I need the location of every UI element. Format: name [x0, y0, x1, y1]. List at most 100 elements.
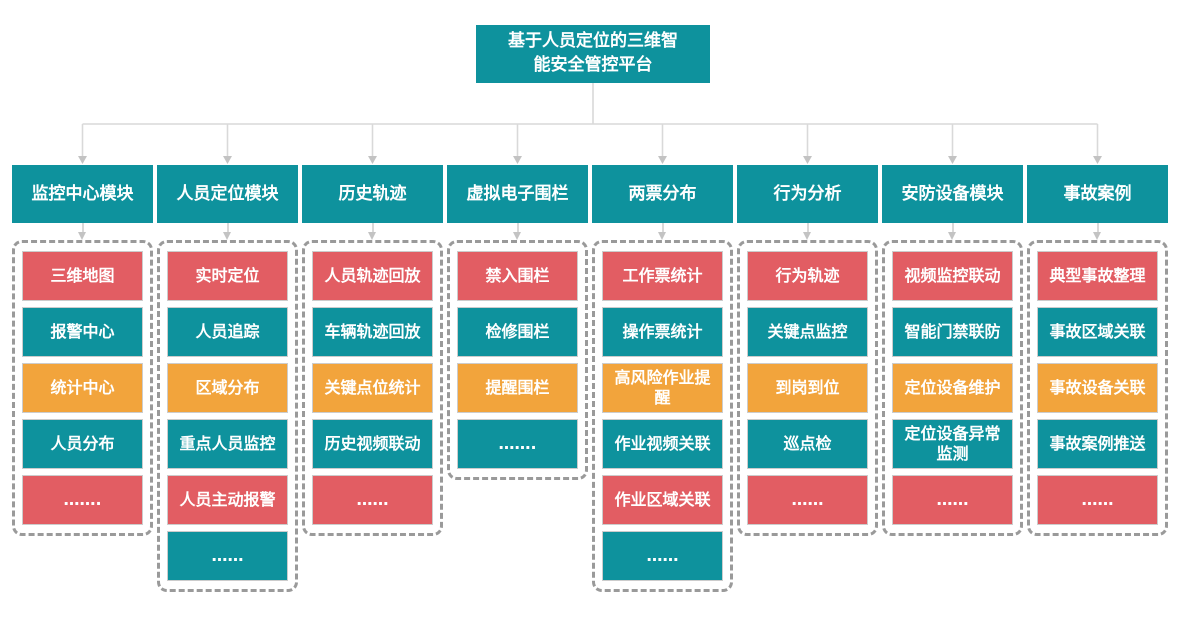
module-column-6: 行为分析 行为轨迹 关键点监控 到岗到位 巡点检 ……	[737, 165, 878, 592]
connector-stem	[516, 223, 519, 233]
module-item-label: 行为轨迹	[775, 266, 840, 285]
module-item: ……	[892, 475, 1013, 525]
module-header-label: 虚拟电子围栏	[466, 183, 569, 204]
module-item-label: 关键点监控	[767, 322, 848, 341]
module-item-label: 提醒围栏	[485, 378, 550, 397]
module-item-group: 禁入围栏 检修围栏 提醒围栏 …….	[447, 240, 588, 480]
module-item-label: 到岗到位	[775, 378, 840, 397]
module-header: 历史轨迹	[302, 165, 443, 223]
connector-stem	[661, 223, 664, 233]
module-item-label: 视频监控联动	[904, 266, 1001, 285]
module-item-label: 重点人员监控	[179, 434, 276, 453]
module-item-label: …….	[498, 434, 537, 453]
module-item: 人员分布	[22, 419, 143, 469]
module-columns: 监控中心模块 三维地图 报警中心 统计中心 人员分布 ……. 人员定位模块 实时…	[0, 165, 1180, 592]
header-connector-arrow	[157, 223, 298, 240]
connector-stem	[951, 223, 954, 233]
module-item: 操作票统计	[602, 307, 723, 357]
module-header-label: 监控中心模块	[31, 183, 134, 204]
module-item-label: 智能门禁联防	[904, 322, 1001, 341]
module-item: 检修围栏	[457, 307, 578, 357]
module-item: 作业视频关联	[602, 419, 723, 469]
module-header-label: 安防设备模块	[901, 183, 1004, 204]
module-item-label: 工作票统计	[622, 266, 703, 285]
module-item: 区域分布	[167, 363, 288, 413]
module-item: 禁入围栏	[457, 251, 578, 301]
module-item-group: 视频监控联动 智能门禁联防 定位设备维护 定位设备异常监测 ……	[882, 240, 1023, 536]
header-connector-arrow	[882, 223, 1023, 240]
module-item: 统计中心	[22, 363, 143, 413]
module-item-label: 三维地图	[50, 266, 115, 285]
module-item: 巡点检	[747, 419, 868, 469]
module-item-label: 作业视频关联	[614, 434, 711, 453]
module-item-label: ……	[791, 490, 824, 509]
module-item: …….	[22, 475, 143, 525]
module-item-label: 人员主动报警	[179, 490, 276, 509]
module-header: 两票分布	[592, 165, 733, 223]
module-item: 作业区域关联	[602, 475, 723, 525]
module-item-label: 报警中心	[50, 322, 115, 341]
module-item-label: 定位设备异常监测	[904, 424, 1001, 463]
module-item: 关键点监控	[747, 307, 868, 357]
module-item-label: 车辆轨迹回放	[324, 322, 421, 341]
module-item: ……	[167, 531, 288, 581]
module-item: 车辆轨迹回放	[312, 307, 433, 357]
header-connector-arrow	[12, 223, 153, 240]
module-item: 行为轨迹	[747, 251, 868, 301]
module-item-label: ……	[646, 546, 679, 565]
arrow-down-icon	[223, 232, 231, 240]
module-item-label: 区域分布	[195, 378, 260, 397]
arrow-down-icon	[78, 232, 86, 240]
module-item-label: 禁入围栏	[485, 266, 550, 285]
module-item-label: 人员轨迹回放	[324, 266, 421, 285]
module-item: 人员主动报警	[167, 475, 288, 525]
module-item: 智能门禁联防	[892, 307, 1013, 357]
module-header: 安防设备模块	[882, 165, 1023, 223]
module-item-group: 实时定位 人员追踪 区域分布 重点人员监控 人员主动报警 ……	[157, 240, 298, 592]
module-item-group: 典型事故整理 事故区域关联 事故设备关联 事故案例推送 ……	[1027, 240, 1168, 536]
module-item-label: …….	[63, 490, 102, 509]
connector-stem	[81, 223, 84, 233]
header-connector-arrow	[447, 223, 588, 240]
module-item: 人员轨迹回放	[312, 251, 433, 301]
arrow-down-icon	[948, 232, 956, 240]
module-column-3: 历史轨迹 人员轨迹回放 车辆轨迹回放 关键点位统计 历史视频联动 ……	[302, 165, 443, 592]
module-header: 人员定位模块	[157, 165, 298, 223]
module-header: 事故案例	[1027, 165, 1168, 223]
module-item-label: 实时定位	[195, 266, 260, 285]
header-connector-arrow	[592, 223, 733, 240]
module-item-label: 统计中心	[50, 378, 115, 397]
module-item-label: 人员分布	[50, 434, 115, 453]
module-item: 视频监控联动	[892, 251, 1013, 301]
module-item-label: ……	[211, 546, 244, 565]
module-item: ……	[312, 475, 433, 525]
header-connector-arrow	[737, 223, 878, 240]
arrow-down-icon	[368, 232, 376, 240]
module-item-label: 历史视频联动	[324, 434, 421, 453]
module-item: 定位设备异常监测	[892, 419, 1013, 469]
module-header: 行为分析	[737, 165, 878, 223]
module-item: 典型事故整理	[1037, 251, 1158, 301]
root-node: 基于人员定位的三维智能安全管控平台	[476, 25, 710, 83]
module-item: 实时定位	[167, 251, 288, 301]
module-item-label: 事故案例推送	[1049, 434, 1146, 453]
module-column-1: 监控中心模块 三维地图 报警中心 统计中心 人员分布 …….	[12, 165, 153, 592]
connector-stem	[806, 223, 809, 233]
root-title: 基于人员定位的三维智能安全管控平台	[508, 31, 678, 75]
module-column-5: 两票分布 工作票统计 操作票统计 高风险作业提醒 作业视频关联 作业区域关联 ……	[592, 165, 733, 592]
module-column-4: 虚拟电子围栏 禁入围栏 检修围栏 提醒围栏 …….	[447, 165, 588, 592]
module-item-label: 事故区域关联	[1049, 322, 1146, 341]
module-item: ……	[747, 475, 868, 525]
module-item-label: 检修围栏	[485, 322, 550, 341]
module-item-label: 高风险作业提醒	[614, 368, 711, 407]
module-item: 关键点位统计	[312, 363, 433, 413]
module-item-label: 事故设备关联	[1049, 378, 1146, 397]
module-item-group: 行为轨迹 关键点监控 到岗到位 巡点检 ……	[737, 240, 878, 536]
module-item: 定位设备维护	[892, 363, 1013, 413]
module-item: 事故案例推送	[1037, 419, 1158, 469]
module-item: 三维地图	[22, 251, 143, 301]
module-item: 人员追踪	[167, 307, 288, 357]
header-connector-arrow	[1027, 223, 1168, 240]
